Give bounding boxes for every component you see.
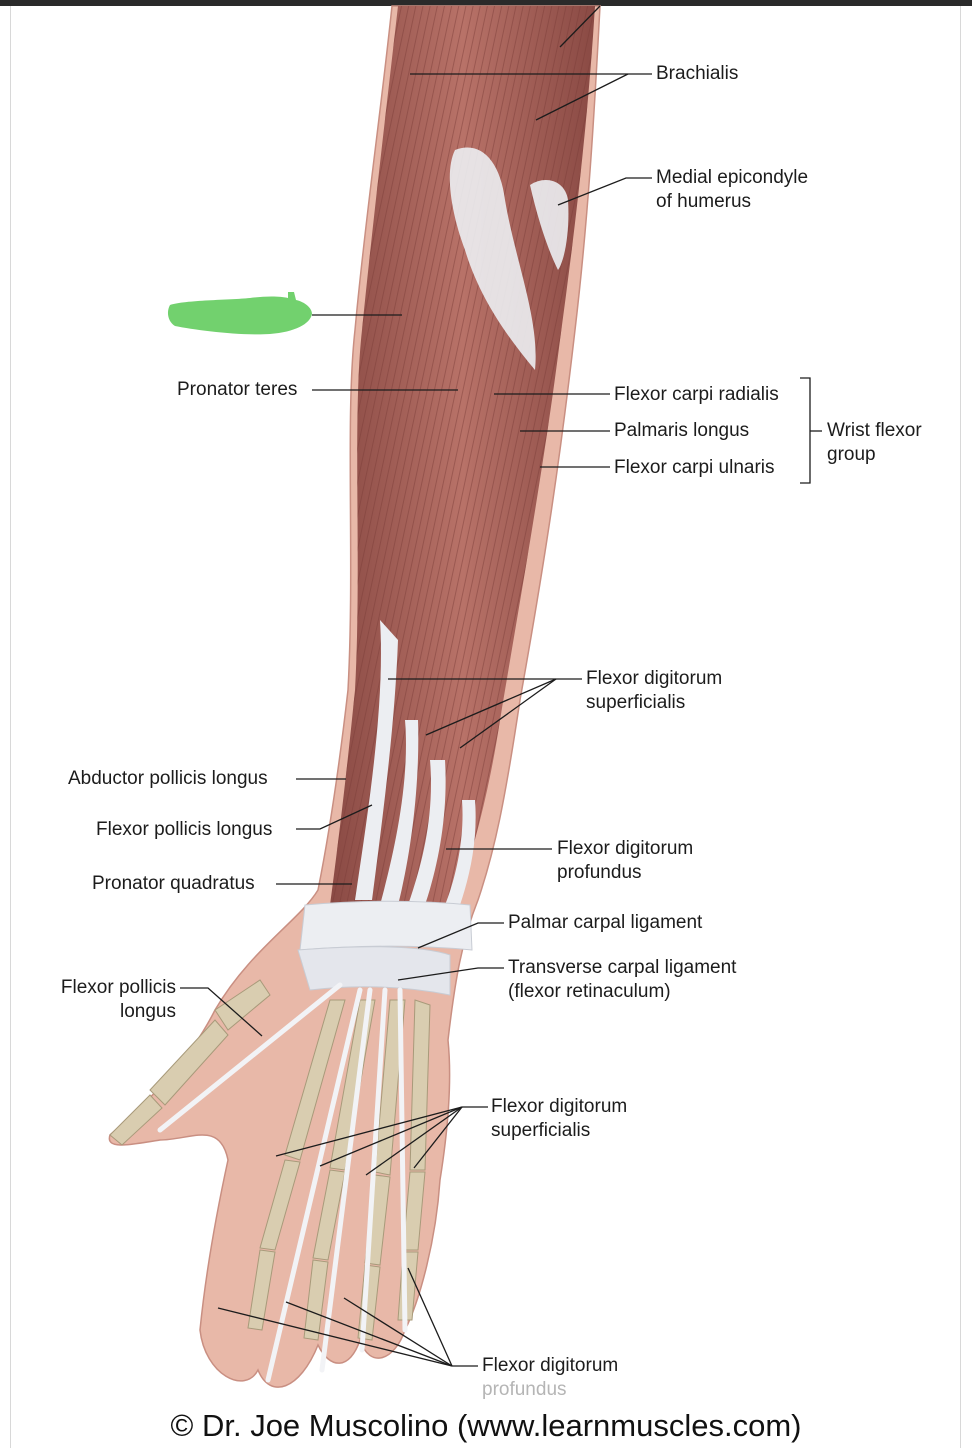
label-transverse-carpal-ligament-line1: Transverse carpal ligament	[508, 957, 737, 978]
label-abductor-pollicis-longus: Abductor pollicis longus	[68, 768, 268, 789]
label-pronator-quadratus: Pronator quadratus	[92, 873, 255, 894]
label-flexor-pollicis-longus-hand-line2: longus	[120, 1001, 176, 1022]
label-fds-forearm-line1: Flexor digitorum	[586, 668, 723, 689]
label-fds-hand-line2: superficialis	[491, 1120, 591, 1141]
label-flexor-pollicis-longus-forearm: Flexor pollicis longus	[96, 819, 273, 840]
label-flexor-carpi-ulnaris: Flexor carpi ulnaris	[614, 457, 775, 478]
medial-epicondyle-bone	[530, 180, 569, 270]
label-fdp-hand: Flexor digitorum profundus	[482, 1354, 618, 1402]
label-transverse-carpal-ligament-line2: (flexor retinaculum)	[508, 981, 671, 1002]
right-border	[960, 6, 961, 1448]
bicipital-aponeurosis	[449, 147, 536, 370]
label-flexor-pollicis-longus-hand-line1: Flexor pollicis	[60, 977, 176, 998]
forearm-tendons	[355, 620, 398, 900]
label-flexor-pollicis-longus-hand: Flexor pollicis longus	[40, 976, 176, 1024]
label-fds-forearm: Flexor digitorum superficialis	[586, 667, 722, 715]
label-medial-epicondyle: Medial epicondyle of humerus	[656, 166, 808, 214]
label-fdp-forearm: Flexor digitorum profundus	[557, 837, 693, 885]
label-palmar-carpal-ligament: Palmar carpal ligament	[508, 912, 703, 933]
label-transverse-carpal-ligament: Transverse carpal ligament (flexor retin…	[508, 956, 736, 1004]
label-fdp-forearm-line2: profundus	[557, 862, 642, 883]
top-border	[0, 0, 972, 6]
label-palmaris-longus: Palmaris longus	[614, 420, 750, 441]
label-flexor-carpi-radialis: Flexor carpi radialis	[614, 384, 779, 405]
green-blob-marker	[167, 292, 312, 335]
label-fdp-hand-line1: Flexor digitorum	[482, 1355, 619, 1376]
copyright-notice: © Dr. Joe Muscolino (www.learnmuscles.co…	[170, 1408, 802, 1443]
label-wrist-flexor-group-line2: group	[827, 444, 876, 465]
label-fds-hand-line1: Flexor digitorum	[491, 1096, 628, 1117]
label-medial-epicondyle-line2: of humerus	[656, 191, 752, 212]
label-fdp-forearm-line1: Flexor digitorum	[557, 838, 694, 859]
carpal-ligament-band	[299, 900, 473, 951]
label-wrist-flexor-group: Wrist flexor group	[827, 419, 922, 467]
label-fdp-hand-line2: profundus	[482, 1379, 567, 1400]
hand-tendons	[157, 982, 408, 1383]
label-brachialis: Brachialis	[656, 63, 739, 84]
label-pronator-teres: Pronator teres	[177, 379, 298, 400]
label-wrist-flexor-group-line1: Wrist flexor	[827, 420, 922, 441]
left-border	[10, 6, 11, 1448]
label-fds-hand: Flexor digitorum superficialis	[491, 1095, 627, 1143]
label-medial-epicondyle-line1: Medial epicondyle	[656, 167, 809, 188]
label-fds-forearm-line2: superficialis	[586, 692, 686, 713]
